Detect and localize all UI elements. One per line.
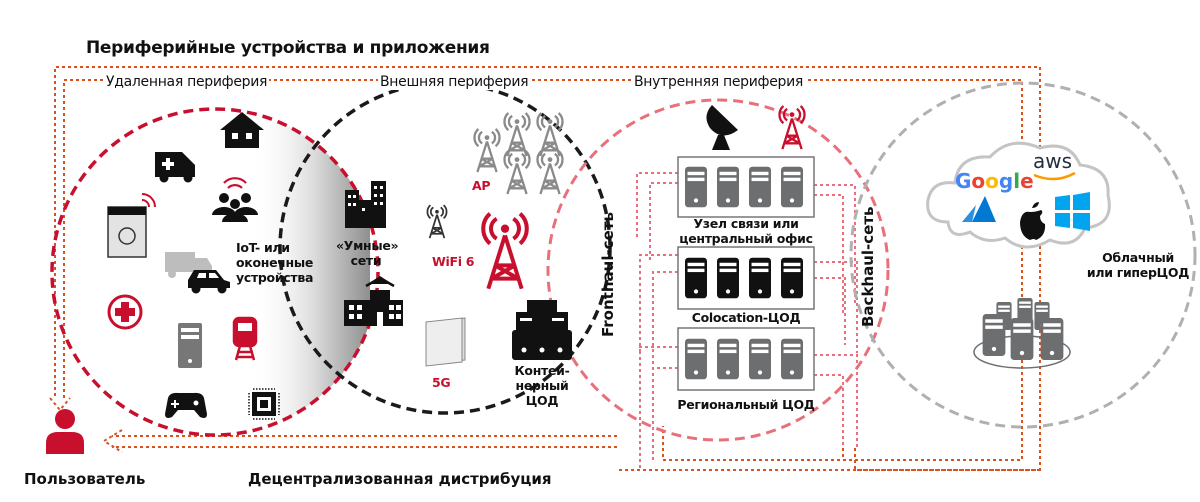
inner-edge-circle — [546, 98, 890, 442]
svg-text:aws: aws — [1033, 149, 1072, 173]
wifi-tower-icon — [426, 204, 448, 240]
cloud-label: Облачный или гиперЦОД — [1086, 250, 1190, 280]
aws-logo: aws — [1033, 149, 1076, 181]
zone-label-inner-edge: Внутренняя периферия — [632, 74, 806, 90]
radio-tower-icon — [778, 105, 806, 151]
5g-label: 5G — [432, 375, 451, 390]
rack-connectors — [636, 172, 858, 470]
5g-panel-icon — [425, 317, 466, 367]
google-logo: Google — [955, 169, 1034, 193]
iot-devices-label: IoT- или оконечные устройства — [236, 240, 314, 285]
ap-label: AP — [472, 178, 491, 193]
train-icon — [232, 316, 258, 361]
gamepad-icon — [165, 392, 207, 418]
windows-logo — [1055, 192, 1090, 231]
house-icon — [220, 112, 264, 148]
hyperscale-datacenter-icon — [973, 298, 1071, 369]
chip-icon — [248, 388, 280, 420]
wifi6-label: WiFi 6 — [432, 254, 475, 269]
washing-machine-icon — [107, 193, 156, 258]
cell-tower-red-icon — [481, 212, 529, 291]
distribution-label: Децентрализованная дистрибуция — [248, 470, 552, 488]
cloud-circle — [849, 81, 1197, 429]
buildings-icon — [345, 181, 386, 228]
medical-cross-icon — [107, 294, 143, 330]
apple-logo — [1020, 202, 1046, 240]
rack-label-colocation: Colocation-ЦОД — [691, 310, 801, 325]
fronthaul-label: Fronthaul-сеть — [599, 212, 617, 337]
people-wireless-icon — [212, 177, 258, 222]
svg-text:Google: Google — [955, 169, 1034, 193]
backhaul-label: Backhaul-сеть — [859, 206, 877, 327]
rack-communication-node — [677, 156, 815, 218]
user-label: Пользователь — [24, 470, 146, 488]
connector-lines — [49, 66, 1041, 471]
server-tower-icon — [178, 323, 202, 368]
rack-colocation — [677, 246, 815, 310]
azure-logo — [962, 196, 996, 222]
car-icon — [188, 270, 230, 294]
smart-grid-label: «Умные» сети — [336, 238, 399, 268]
rack-regional-dc — [677, 327, 815, 391]
rack-label-communication-node: Узел связи или центральный офис — [679, 216, 813, 246]
zone-label-remote-edge: Удаленная периферия — [104, 74, 270, 90]
school-building-icon — [344, 276, 403, 326]
user-icon — [46, 409, 84, 454]
container-datacenter-icon — [512, 300, 572, 360]
ambulance-icon — [155, 152, 195, 183]
container-dc-label: Контей- нерный ЦОД — [514, 363, 570, 408]
rack-label-regional-dc: Региональный ЦОД — [677, 397, 815, 412]
satellite-dish-icon — [706, 105, 738, 150]
diagram-title: Периферийные устройства и приложения — [86, 38, 490, 58]
zone-label-outer-edge: Внешняя периферия — [378, 74, 531, 90]
